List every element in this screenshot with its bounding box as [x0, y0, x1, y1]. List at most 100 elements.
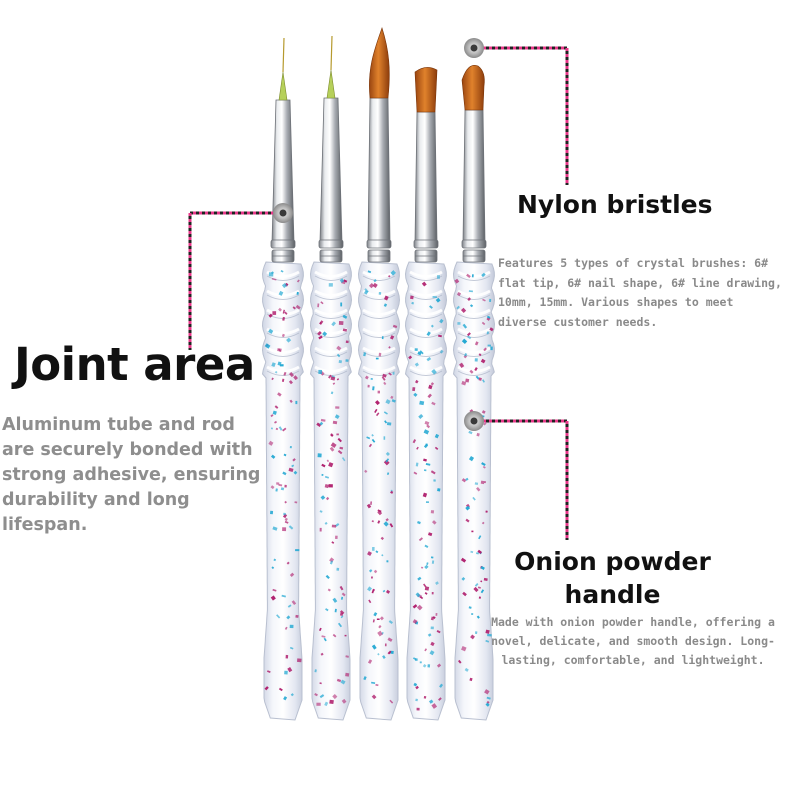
handle-speckle: [268, 313, 273, 318]
handle-speckle: [368, 443, 373, 448]
handle-speckle: [386, 560, 389, 563]
nylon-bristles-description: Features 5 types of crystal brushes: 6# …: [498, 256, 782, 329]
handle-speckle: [434, 433, 440, 439]
handle-speckle: [281, 282, 288, 289]
handle-ring-shadow: [409, 351, 443, 357]
handle-speckle: [416, 446, 419, 450]
handle-speckle: [377, 509, 382, 513]
handle-speckle: [335, 535, 338, 540]
nylon-marker-dot-center: [470, 44, 478, 52]
handle-speckle: [423, 458, 427, 462]
handle-speckle: [481, 321, 486, 326]
handle-speckle: [380, 536, 385, 541]
handle-speckle: [370, 378, 373, 380]
handle-speckle: [293, 470, 298, 475]
handle-speckle: [439, 318, 444, 324]
handle-speckle: [295, 304, 301, 310]
handle-speckle: [318, 369, 322, 374]
handle-speckle: [270, 454, 276, 459]
handle-speckle: [486, 331, 490, 335]
handle-speckle: [388, 372, 392, 376]
handle-speckle: [284, 670, 288, 675]
handle-speckle: [439, 683, 444, 688]
handle-speckle: [371, 681, 376, 684]
handle-speckle: [418, 413, 424, 419]
handle-speckle: [426, 562, 429, 565]
handle-speckle: [378, 625, 382, 629]
handle-speckle: [282, 471, 287, 476]
handle-speckle: [273, 558, 277, 562]
handle-ring-highlight: [362, 346, 396, 354]
handle-speckle: [326, 459, 330, 463]
handle-speckle: [336, 433, 339, 436]
handle-speckle: [268, 440, 274, 446]
handle-speckle: [377, 630, 383, 637]
handle-speckle: [274, 405, 279, 409]
handle-speckle: [463, 354, 468, 359]
handle-speckle: [334, 608, 337, 613]
handle-speckle: [336, 345, 342, 351]
handle-speckle: [320, 652, 324, 656]
handle-speckle: [374, 408, 378, 413]
handle-speckle: [341, 457, 346, 462]
handle: [309, 261, 353, 721]
handle-ring-shadow: [457, 275, 491, 281]
handle-speckle: [470, 634, 475, 640]
handle-speckle: [462, 323, 468, 329]
handle-speckle: [469, 677, 473, 682]
handle-ring-shadow: [314, 332, 348, 338]
handle-speckle: [477, 549, 483, 555]
handle-speckle: [278, 307, 282, 312]
handle-speckle: [363, 676, 367, 681]
handle-speckle: [370, 501, 372, 505]
handle-speckle: [430, 510, 435, 514]
handle-speckle: [481, 272, 486, 278]
handle-ring-highlight: [457, 346, 491, 354]
handle-speckle: [338, 360, 343, 364]
handle-speckle: [268, 328, 274, 334]
handle-speckle: [430, 626, 434, 630]
handle-speckle: [341, 592, 346, 597]
handle-speckle: [385, 399, 391, 405]
handle-speckle: [339, 585, 344, 591]
handle-speckle: [438, 697, 442, 701]
handle-speckle: [454, 278, 460, 284]
handle-ring-highlight: [409, 308, 443, 316]
handle-speckle: [337, 450, 343, 455]
handle-speckle: [414, 658, 418, 661]
handle-speckle: [366, 503, 372, 509]
handle-speckle: [468, 606, 472, 609]
handle-speckle: [270, 427, 274, 430]
onion-leader-line-alt: [474, 419, 569, 540]
handle-ring-highlight: [457, 365, 491, 373]
handle-speckle: [470, 550, 474, 554]
handle-speckle: [486, 315, 491, 319]
handle-speckle: [375, 550, 379, 554]
handle-speckle: [340, 302, 343, 307]
handle-speckle: [371, 576, 373, 579]
handle-speckle: [372, 588, 375, 592]
handle-speckle: [317, 303, 320, 308]
handle-speckle: [334, 414, 340, 420]
handle-speckle: [329, 557, 335, 563]
handle-speckle: [282, 309, 286, 314]
handle-speckle: [435, 613, 438, 616]
nylon-leader-line-alt: [474, 46, 569, 185]
handle-speckle: [373, 569, 378, 574]
handle-speckle: [424, 592, 428, 595]
handle-speckle: [476, 552, 479, 555]
handle-speckle: [486, 696, 491, 700]
bristle-tip: [326, 69, 336, 99]
handle-speckle: [424, 544, 429, 548]
handle-speckle: [414, 348, 418, 352]
handle-speckle: [345, 359, 349, 362]
handle-speckle: [422, 664, 427, 668]
handle-speckle: [383, 436, 386, 440]
handle-ring-highlight: [457, 308, 491, 316]
handle-speckle: [339, 610, 345, 615]
nylon-bristles-title: Nylon bristles: [517, 190, 713, 219]
handle-speckle: [436, 630, 441, 634]
handle-speckle: [283, 696, 288, 701]
handle-speckle: [421, 281, 427, 287]
